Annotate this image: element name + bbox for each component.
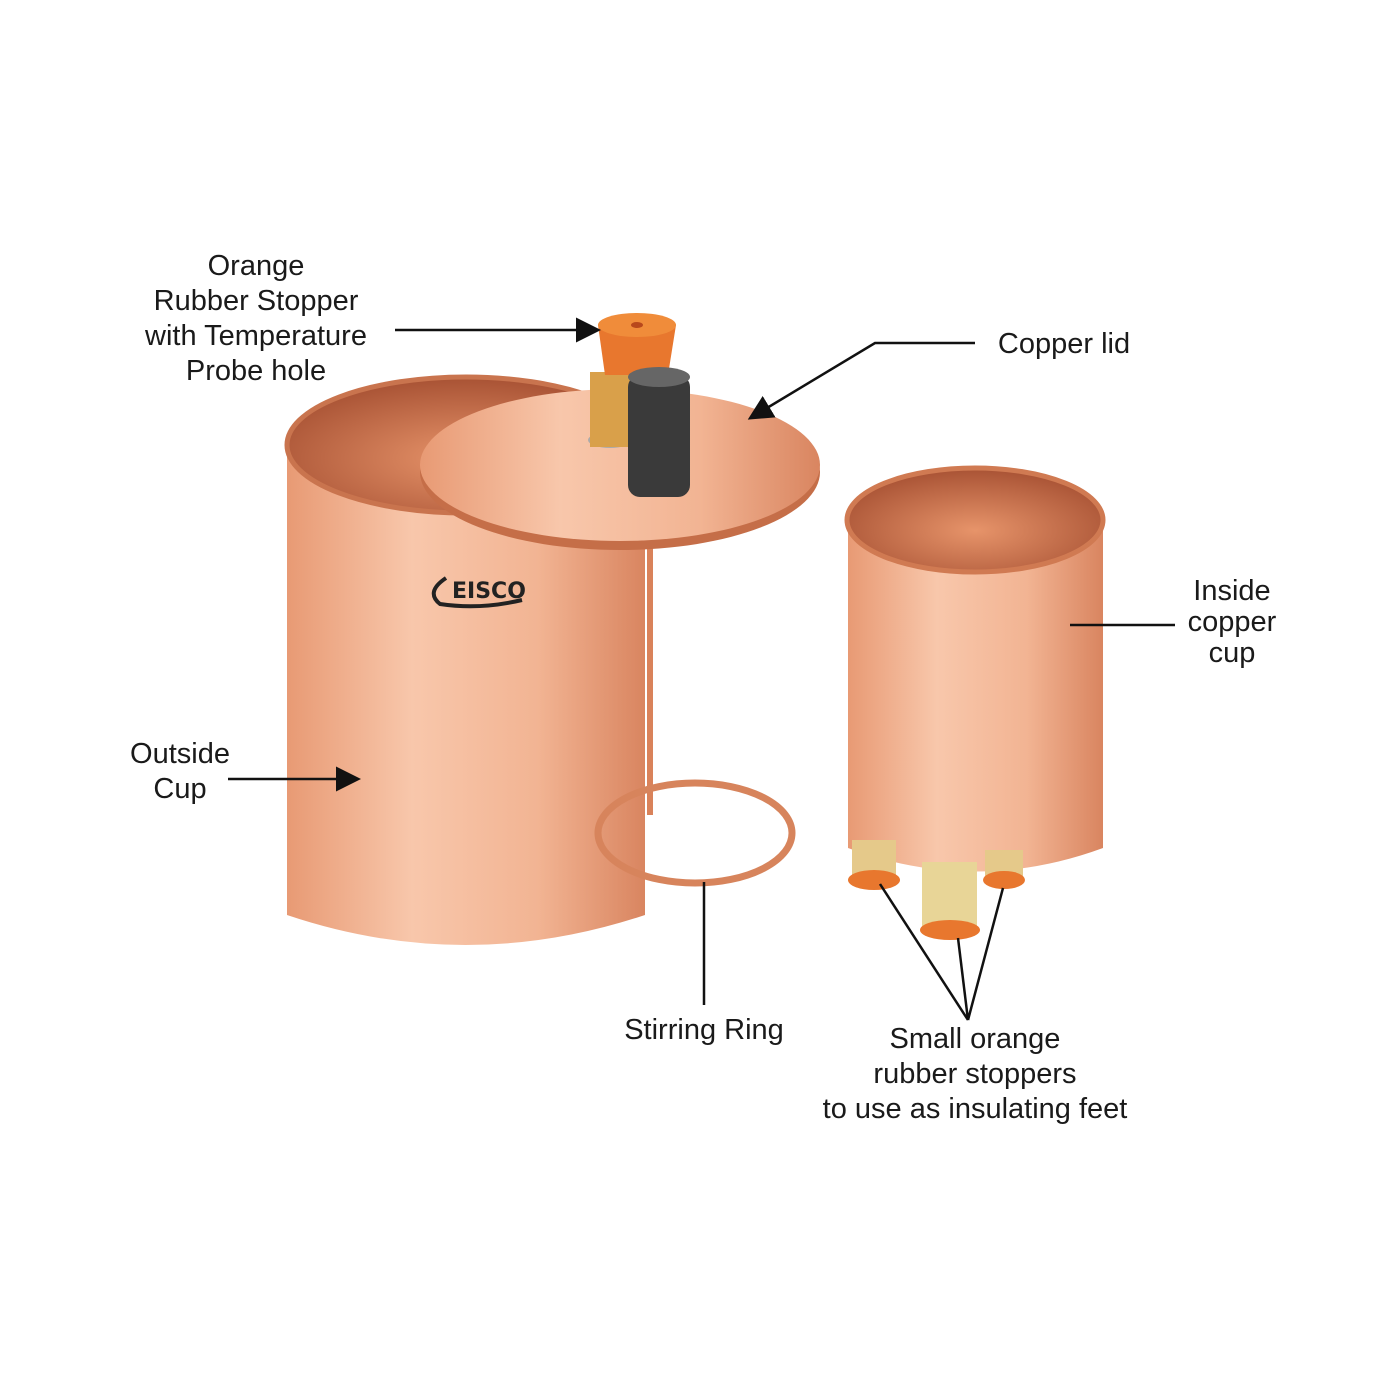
insulating-feet bbox=[848, 840, 1025, 940]
label-line: rubber stoppers bbox=[873, 1058, 1077, 1090]
inside-copper-cup bbox=[844, 465, 1106, 872]
feet-label: Small orange rubber stoppers to use as i… bbox=[823, 1022, 1128, 1127]
feet-line-3 bbox=[966, 887, 1005, 1021]
lid-arrow bbox=[747, 341, 975, 420]
label-line: copper bbox=[1187, 606, 1277, 638]
label-line: Rubber Stopper bbox=[153, 285, 359, 317]
svg-text:EISCO: EISCO bbox=[452, 579, 526, 604]
label-line: with Temperature bbox=[145, 320, 367, 352]
label-line: Inside bbox=[1193, 575, 1271, 607]
label-line: Probe hole bbox=[185, 355, 327, 387]
black-knob bbox=[628, 367, 690, 497]
orange-rubber-stopper bbox=[590, 313, 676, 447]
stopper-label: Orange Rubber Stopper with Temperature P… bbox=[145, 249, 367, 389]
feet-line-2 bbox=[956, 937, 970, 1021]
lid-label: Copper lid bbox=[998, 327, 1130, 362]
stirring-ring bbox=[594, 779, 796, 887]
label-line: to use as insulating feet bbox=[822, 1093, 1128, 1125]
stirring-ring-label: Stirring Ring bbox=[624, 1013, 784, 1048]
label-line: Small orange bbox=[889, 1023, 1061, 1055]
label-line: cup bbox=[1208, 637, 1256, 669]
inside-cup-label: Inside copper cup bbox=[1188, 576, 1277, 669]
label-line: Outside bbox=[130, 738, 230, 770]
label-line: Stirring Ring bbox=[624, 1014, 784, 1046]
eisco-logo: EISCO bbox=[431, 576, 526, 609]
label-line: Cup bbox=[153, 773, 207, 805]
label-line: Orange bbox=[207, 250, 305, 282]
outside-cup-label: Outside Cup bbox=[130, 737, 230, 807]
copper-lid bbox=[420, 389, 820, 550]
label-line: Copper lid bbox=[997, 328, 1131, 360]
feet-line-1 bbox=[878, 883, 970, 1021]
